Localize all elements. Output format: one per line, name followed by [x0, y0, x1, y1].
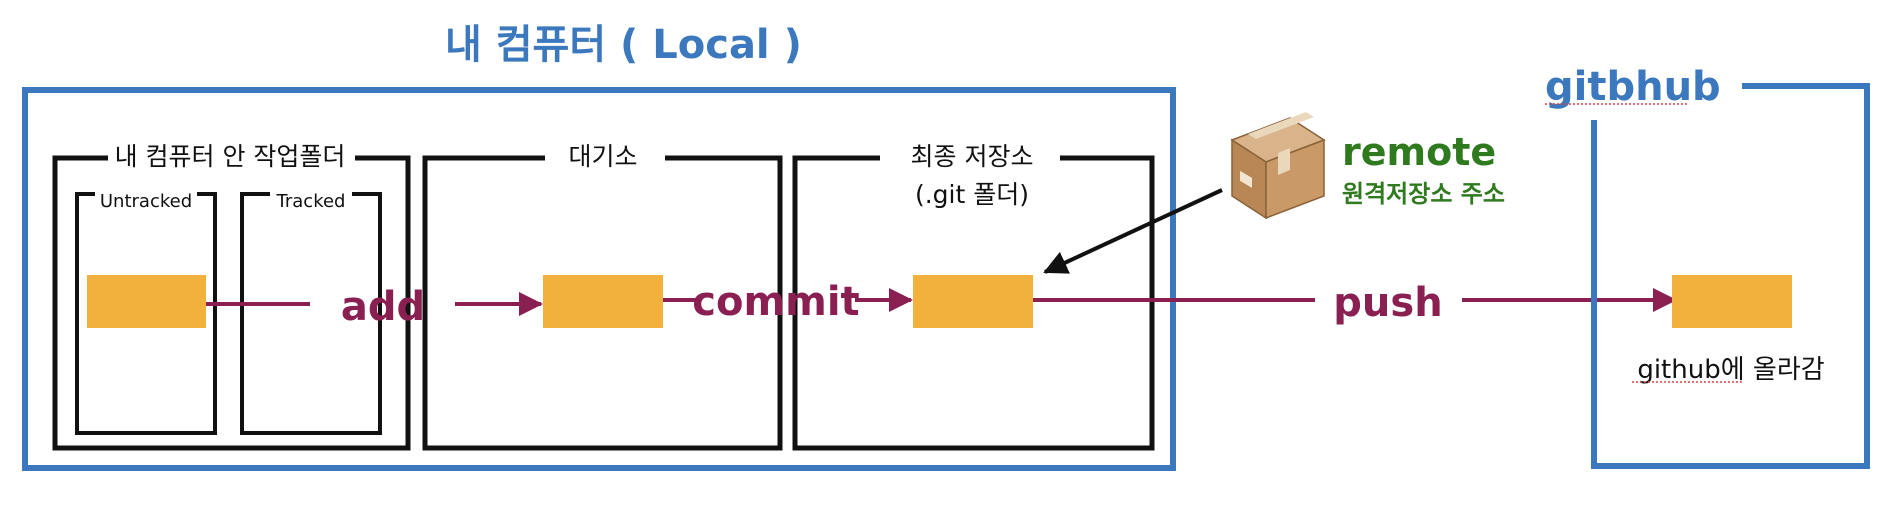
staging-frame — [422, 155, 783, 451]
local-frame — [22, 87, 1176, 471]
working-folder-frame — [52, 155, 411, 451]
package-box-icon — [1230, 112, 1326, 220]
untracked-label: Untracked — [100, 191, 192, 212]
file-github — [1672, 275, 1792, 328]
working-folder-label: 내 컴퓨터 안 작업폴더 — [115, 142, 346, 171]
untracked-frame — [75, 192, 217, 435]
github-title: gitbhub — [1545, 64, 1721, 110]
file-untracked — [87, 275, 206, 328]
repository-label-line1: 최종 저장소 — [911, 142, 1034, 171]
github-frame — [1591, 83, 1870, 469]
remote-title: remote — [1342, 130, 1496, 174]
local-title: 내 컴퓨터 ( Local ) — [445, 22, 802, 68]
tracked-label: Tracked — [276, 191, 346, 212]
repository-label-line2: (.git 폴더) — [915, 180, 1029, 209]
add-label: add — [341, 284, 425, 330]
commit-label: commit — [692, 279, 859, 325]
remote-subtitle: 원격저장소 주소 — [1342, 180, 1505, 208]
file-committed — [913, 275, 1033, 328]
push-label: push — [1333, 280, 1442, 326]
file-staged — [543, 275, 663, 328]
staging-label: 대기소 — [568, 142, 637, 171]
tracked-frame — [240, 192, 382, 435]
github-file-label: github에 올라감 — [1637, 355, 1824, 385]
remote-pointer-arrow — [1043, 188, 1223, 274]
repository-frame — [792, 155, 1155, 451]
